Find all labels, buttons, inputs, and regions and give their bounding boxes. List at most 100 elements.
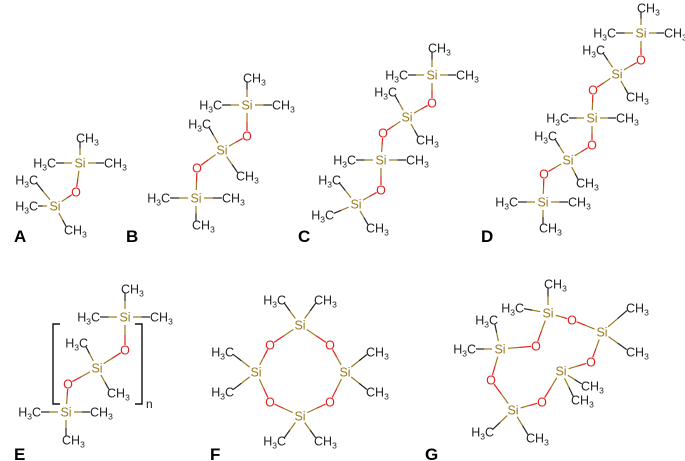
bond-segment — [561, 316, 568, 320]
methyl-group: CH3 — [526, 432, 549, 448]
silicon-atom: Si — [635, 27, 646, 41]
text-fragment: 3 — [86, 317, 91, 327]
bond-segment — [386, 125, 395, 131]
bond-segment — [359, 210, 365, 219]
bond-segment — [235, 137, 243, 143]
methyl-group: H3C — [374, 86, 397, 102]
bond-segment — [608, 336, 618, 344]
bond-segment — [58, 212, 63, 221]
bond-segment — [580, 147, 589, 153]
text-fragment: 3 — [555, 118, 560, 128]
bond-segment — [507, 346, 520, 349]
methyl-group: CH3 — [428, 42, 451, 58]
text-fragment: 3 — [168, 317, 173, 327]
text-fragment: H — [65, 337, 74, 351]
text-fragment: C — [489, 314, 498, 328]
bond-segment — [592, 348, 597, 358]
bond-segment — [413, 129, 419, 137]
text-fragment: H — [501, 302, 510, 316]
text-fragment: CH — [637, 2, 655, 16]
text-fragment: 3 — [602, 33, 607, 43]
methyl-group: H3C — [318, 174, 341, 190]
text-fragment: C — [225, 346, 234, 360]
bond-segment — [554, 163, 562, 169]
methyl-group: H3C — [495, 196, 518, 212]
text-fragment: 3 — [108, 412, 113, 422]
text-fragment: H — [582, 44, 591, 58]
text-fragment: H — [263, 435, 272, 449]
methyl-group: CH3 — [366, 386, 389, 402]
methyl-group: CH3 — [107, 387, 130, 403]
text-fragment: H — [15, 174, 24, 188]
bond-segment — [493, 383, 502, 395]
bond-segment — [596, 82, 605, 88]
silicon-atom: Si — [586, 112, 597, 126]
text-fragment: 3 — [210, 225, 215, 235]
text-fragment: 3 — [462, 349, 467, 359]
oxygen-atom: O — [636, 54, 646, 68]
bond-segment — [316, 403, 326, 409]
bond-segment — [340, 206, 349, 211]
bond-segment — [344, 190, 352, 199]
oxygen-atom: O — [265, 396, 275, 410]
text-fragment: 3 — [504, 202, 509, 212]
bond-segment — [522, 425, 529, 435]
bond-segment — [620, 80, 626, 88]
text-fragment: H — [33, 157, 42, 171]
text-fragment: 3 — [383, 92, 388, 102]
bond-segment — [231, 164, 239, 174]
text-fragment: C — [399, 69, 408, 83]
silicon-atom: Si — [294, 410, 305, 424]
bond-segment — [72, 376, 82, 383]
bond-segment — [363, 217, 369, 225]
bond-segment — [617, 342, 628, 351]
methyl-group: H3C — [65, 337, 88, 353]
text-fragment: C — [29, 200, 38, 214]
bond-segment — [574, 379, 582, 385]
text-fragment: C — [509, 196, 518, 210]
bond-segment — [528, 402, 538, 407]
text-fragment: H — [318, 174, 327, 188]
text-fragment: CH — [416, 134, 434, 148]
oxygen-atom: O — [325, 396, 335, 410]
silicon-atom: Si — [49, 200, 60, 214]
methyl-group: H3C — [33, 157, 56, 173]
text-fragment: CH — [456, 69, 474, 83]
bond-segment — [410, 123, 416, 131]
silicon-atom: Si — [596, 326, 607, 340]
methyl-group: CH3 — [121, 283, 144, 299]
oxygen-atom: O — [539, 168, 549, 182]
text-fragment: H — [211, 346, 220, 360]
text-fragment: C — [515, 302, 524, 316]
text-fragment: CH — [272, 99, 290, 113]
oxygen-atom: O — [265, 339, 275, 353]
methyl-group: H3C — [18, 406, 41, 422]
bond-segment — [331, 388, 338, 398]
text-fragment: H — [15, 200, 24, 214]
text-fragment: C — [548, 130, 557, 144]
oxygen-atom: O — [427, 97, 437, 111]
text-fragment: 3 — [82, 230, 87, 240]
text-fragment: C — [161, 192, 170, 206]
methyl-group: CH3 — [664, 27, 685, 43]
bond-segment — [362, 195, 371, 201]
bond-segment — [623, 65, 631, 71]
methyl-group: CH3 — [62, 434, 85, 450]
bond-segment — [336, 356, 342, 366]
bond-segment — [207, 154, 216, 161]
oxygen-atom: O — [192, 162, 202, 176]
oxygen-atom: O — [71, 186, 81, 200]
methyl-group: CH3 — [90, 406, 113, 422]
bond-segment — [232, 382, 242, 391]
text-fragment: CH — [107, 387, 125, 401]
text-fragment: C — [91, 311, 100, 325]
bond-segment — [283, 302, 291, 312]
text-fragment: 3 — [94, 138, 99, 148]
bond-segment — [381, 137, 384, 146]
bond-segment — [273, 335, 285, 343]
